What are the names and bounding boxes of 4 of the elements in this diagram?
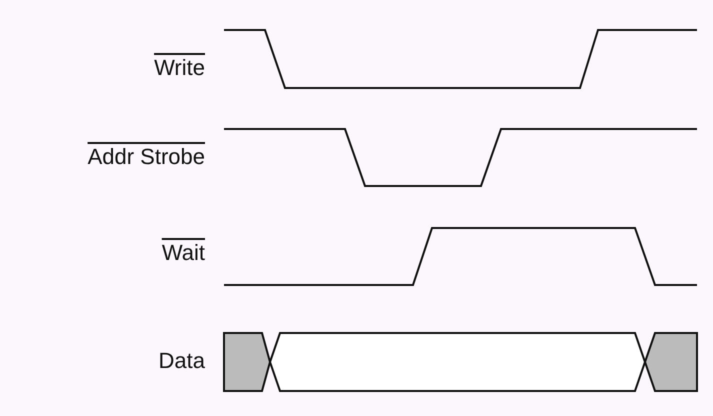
signal-name: Addr Strobe <box>88 146 205 168</box>
signal-name: Wait <box>162 242 205 264</box>
signal-name: Data <box>158 350 205 372</box>
signal-name: Write <box>154 57 205 79</box>
